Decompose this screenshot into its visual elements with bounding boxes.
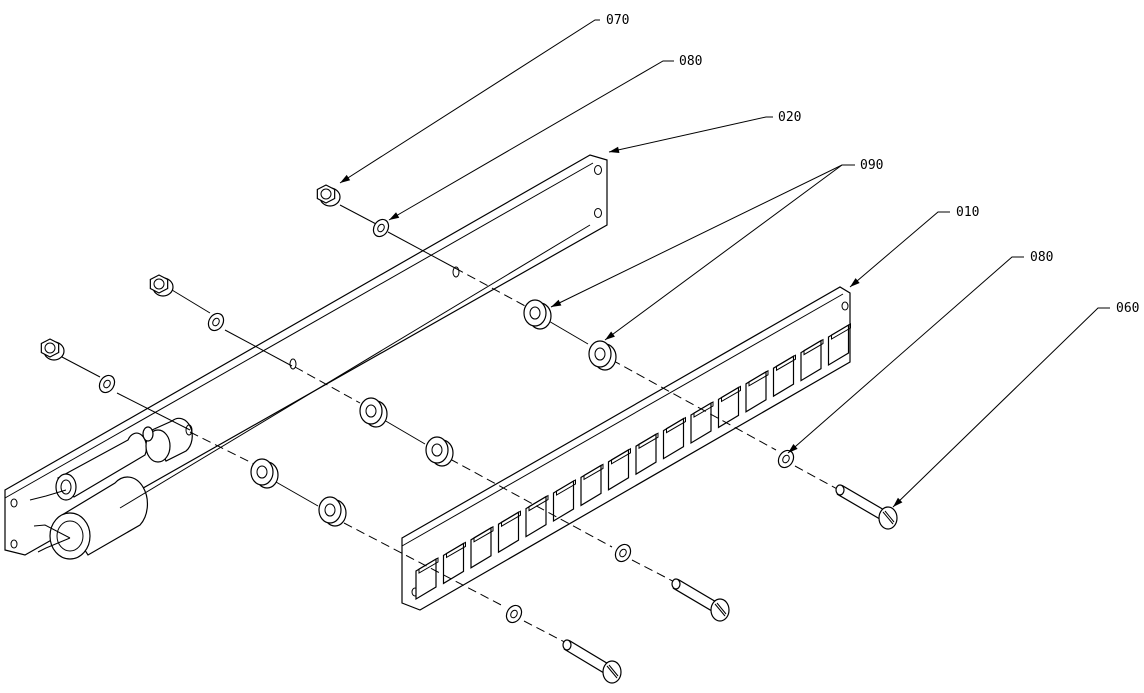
callout-090: 090: [550, 158, 883, 341]
key-window: [772, 354, 796, 398]
key-window: [470, 525, 494, 569]
callout-label: 010: [956, 205, 979, 220]
callout-080-upper: 080: [388, 54, 702, 221]
key-window: [800, 338, 824, 382]
key-window: [745, 369, 769, 413]
callout-070: 070: [339, 13, 629, 184]
hex-nut: [149, 274, 174, 297]
spacer: [425, 436, 454, 467]
arrowhead: [893, 497, 903, 507]
assembly-axes: [61, 204, 851, 651]
key-window: [690, 401, 714, 445]
arrowhead: [850, 278, 860, 287]
spacer: [588, 340, 617, 371]
callout-020: 020: [608, 110, 801, 153]
spacer: [359, 397, 388, 428]
callout-060: 060: [892, 301, 1139, 508]
components: [29, 417, 193, 560]
arrowhead: [389, 212, 400, 220]
washer: [207, 312, 225, 332]
washer: [98, 374, 116, 394]
key-window: [552, 479, 576, 523]
washer: [505, 604, 523, 624]
arrowhead: [340, 174, 351, 183]
callouts: 070 080 020 090 010 080 060: [339, 13, 1139, 508]
screw: [835, 484, 898, 530]
key-window: [635, 432, 659, 476]
key-window: [580, 463, 604, 507]
callout-label: 060: [1116, 301, 1139, 316]
callout-label: 080: [1030, 250, 1053, 265]
spacer: [250, 458, 279, 489]
hardware: [40, 184, 898, 684]
key-window: [827, 323, 851, 367]
hex-nut: [40, 338, 65, 361]
arrowhead: [605, 331, 615, 340]
arrowhead: [551, 299, 562, 307]
key-window: [497, 510, 521, 554]
arrowheads: [340, 146, 903, 507]
key-window: [415, 557, 439, 601]
key-window: [662, 416, 686, 460]
spacer: [523, 299, 552, 330]
callout-label: 020: [778, 110, 801, 125]
spacer: [318, 496, 347, 527]
callout-010: 010: [849, 205, 979, 288]
screw: [562, 639, 622, 684]
screw: [671, 578, 730, 622]
key-window: [607, 447, 631, 491]
mounting-holes: [185, 266, 460, 436]
hex-nut: [316, 184, 341, 207]
front-panel: [401, 286, 851, 611]
callout-label: 080: [679, 54, 702, 69]
arrowhead: [788, 444, 798, 453]
callout-label: 070: [606, 13, 629, 28]
washer: [614, 543, 632, 563]
callout-label: 090: [860, 158, 883, 173]
arrowhead: [609, 146, 620, 153]
key-window: [442, 541, 466, 585]
key-window: [717, 385, 741, 429]
key-windows: [415, 323, 851, 601]
callout-080-lower: 080: [787, 250, 1053, 454]
washer: [777, 449, 795, 469]
key-window: [525, 494, 549, 538]
washer: [372, 218, 390, 238]
